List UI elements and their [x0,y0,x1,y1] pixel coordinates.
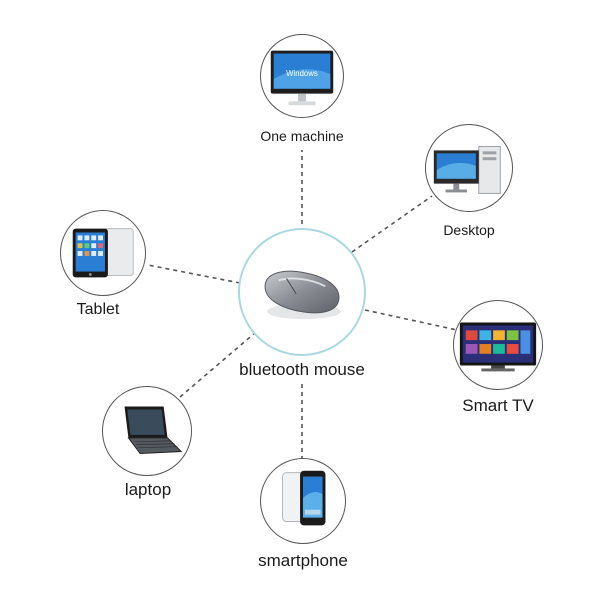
smart-tv-icon [459,322,537,372]
label-one-machine: One machine [260,128,344,144]
node-smart-tv [453,300,543,390]
node-laptop [102,386,192,476]
label-desktop: Desktop [443,222,495,238]
label-smart-tv: Smart TV [462,396,534,415]
link-smart-tv [364,309,458,331]
link-tablet [147,264,241,284]
node-tablet [60,210,146,296]
link-desktop [351,195,433,253]
link-laptop [179,331,257,398]
label-smartphone: smartphone [258,551,348,570]
all-in-one-pc-icon: Windows [270,50,334,106]
label-tablet: Tablet [76,301,120,318]
label-laptop: laptop [124,480,172,499]
smartphone-icon [282,470,326,526]
center-node [238,228,366,356]
center-label: bluetooth mouse [239,360,365,379]
desktop-pc-icon [433,146,501,194]
tablet-icon [72,228,134,278]
wireless-mouse-icon [264,270,341,320]
node-smartphone [260,458,346,544]
node-desktop [425,124,513,212]
windows-screen-text: Windows [286,69,318,78]
node-one-machine: Windows [260,34,344,118]
laptop-icon [124,406,183,454]
